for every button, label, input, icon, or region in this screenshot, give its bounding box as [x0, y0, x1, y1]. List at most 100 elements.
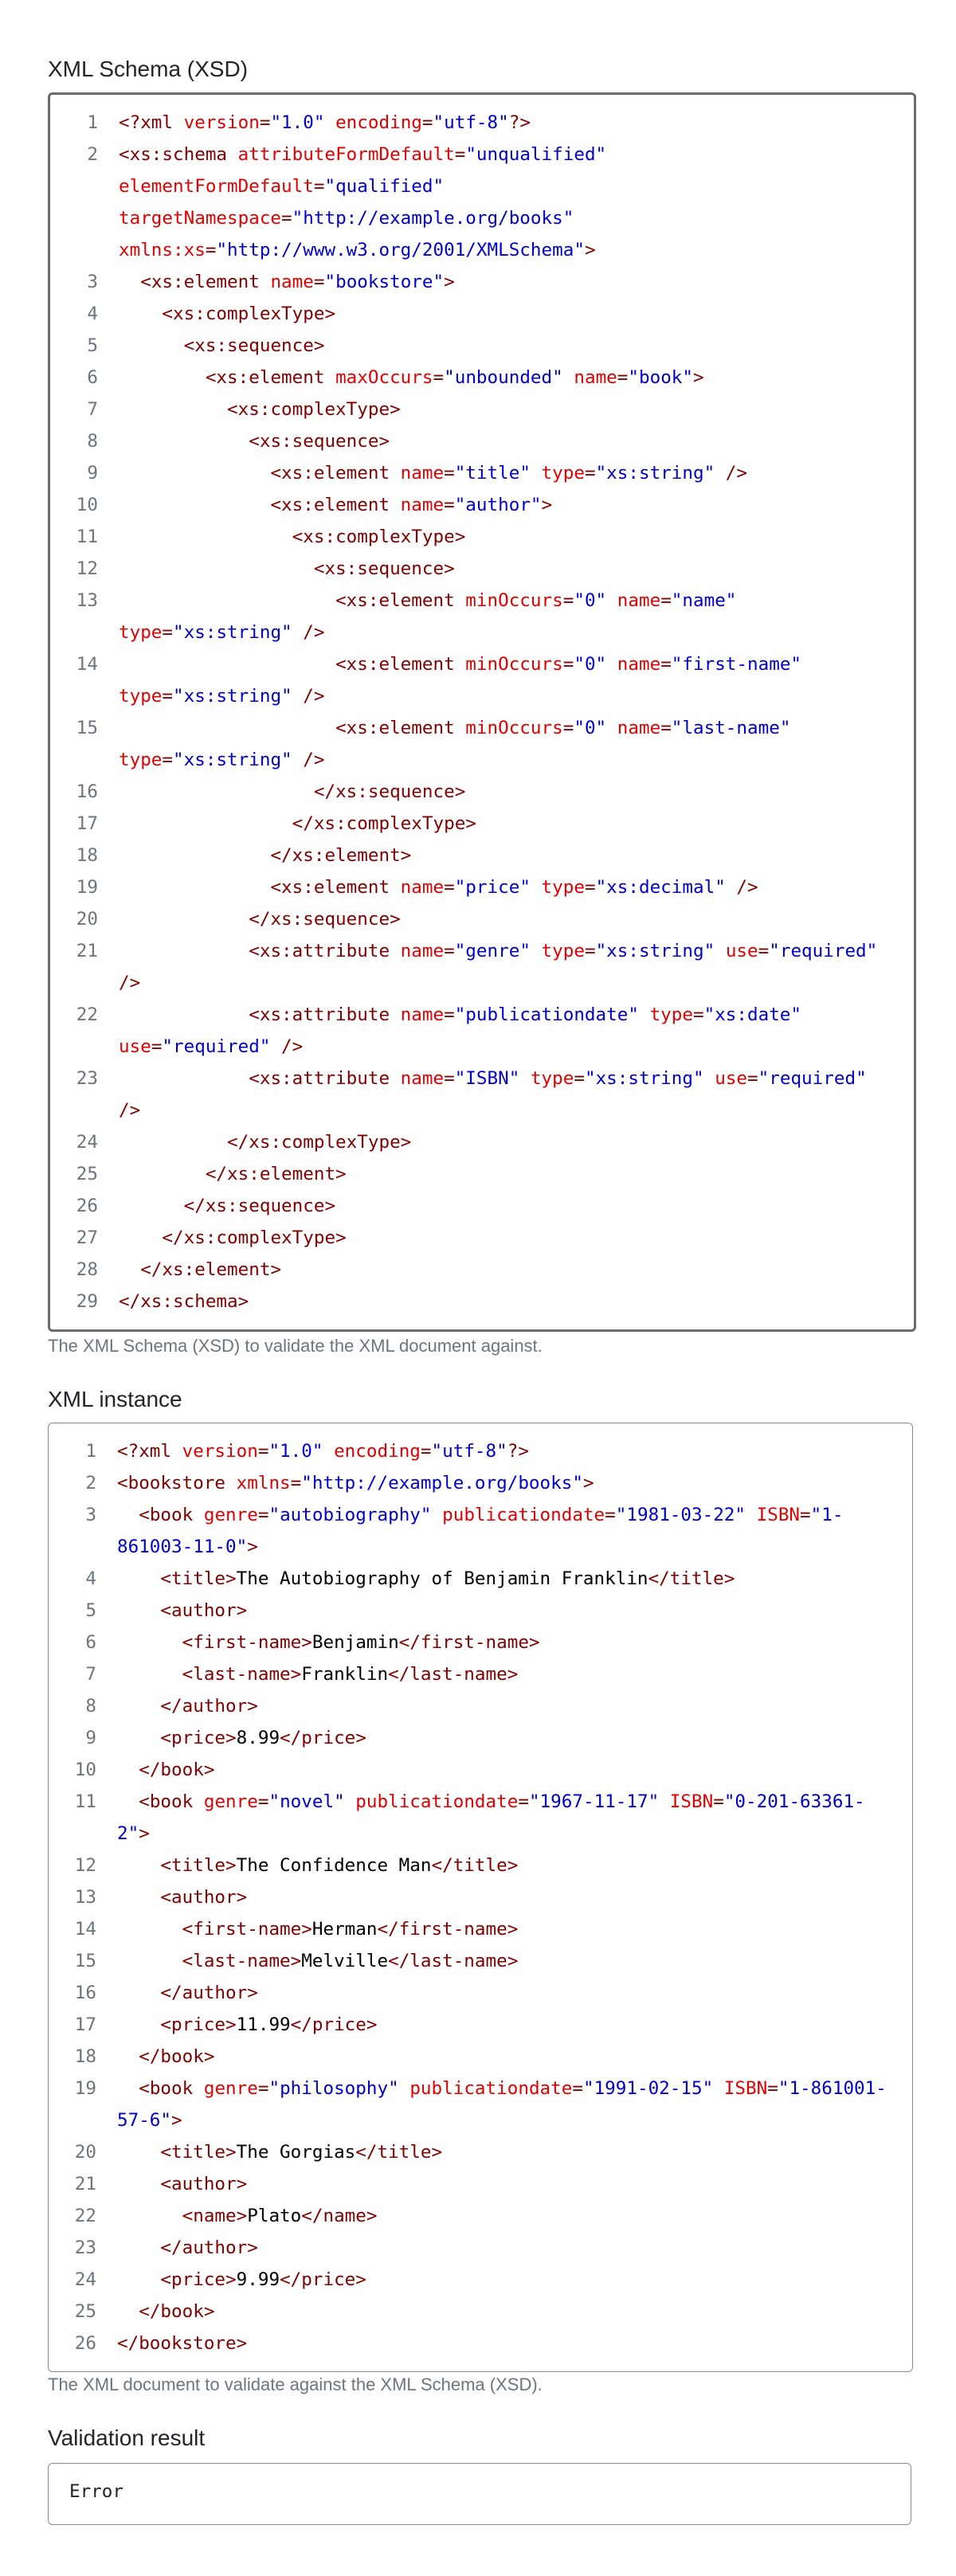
code-line: 18 </book> [49, 2041, 912, 2073]
code-token: "novel" [268, 1791, 345, 1812]
line-number: 16 [74, 1983, 96, 2003]
line-number: 7 [85, 1664, 96, 1685]
code-token: = [660, 718, 672, 738]
code-token: "required" [769, 941, 878, 961]
line-number: 22 [74, 2206, 96, 2226]
line-number: 17 [74, 2014, 96, 2035]
code-token: "http://www.w3.org/2001/XMLSchema" [216, 240, 585, 260]
code-token: "http://example.org/books" [301, 1473, 583, 1494]
code-token [639, 1004, 650, 1025]
code-token: <price> [117, 1728, 237, 1748]
schema-caption: The XML Schema (XSD) to validate the XML… [48, 1336, 543, 1356]
line-number: 10 [76, 495, 98, 515]
code-line: 17 </xs:complexType> [50, 808, 914, 840]
code-token: "unbounded" [444, 367, 563, 388]
line-number: 14 [74, 1919, 96, 1940]
code-token: targetNamespace [119, 208, 282, 229]
code-token: <xs:element [119, 272, 271, 292]
code-token: <title> [117, 2142, 237, 2163]
code-token: = [444, 877, 455, 898]
code-line: 5 <xs:sequence> [50, 330, 914, 362]
code-token [801, 1004, 813, 1025]
code-token: name [400, 495, 445, 515]
line-number: 21 [76, 941, 98, 961]
line-number: 23 [76, 1068, 98, 1089]
code-token: publicationdate [409, 2078, 573, 2099]
line-number: 27 [76, 1227, 98, 1248]
code-text: </xs:element> [119, 1158, 914, 1190]
schema-title: XML Schema (XSD) [48, 57, 249, 81]
code-line: 23 </author> [49, 2232, 912, 2264]
line-number: 23 [74, 2237, 96, 2258]
line-number: 24 [76, 1132, 98, 1153]
code-token: type [541, 877, 585, 898]
code-line: 11 <xs:complexType> [50, 521, 914, 553]
code-token: </title> [431, 1855, 519, 1876]
code-text: </author> [117, 1690, 912, 1722]
code-token: = [584, 877, 596, 898]
code-token: /> [270, 1036, 304, 1057]
code-token [704, 1068, 715, 1089]
line-number: 1 [87, 112, 98, 133]
code-text: <?xml version="1.0" encoding="utf-8"?> [117, 1435, 912, 1467]
code-token: name [574, 367, 617, 388]
line-number: 3 [87, 272, 98, 292]
code-token [531, 463, 542, 483]
code-token: "0" [574, 718, 607, 738]
code-token: Franklin [301, 1664, 389, 1685]
code-line: 6 <xs:element maxOccurs="unbounded" name… [50, 362, 914, 393]
code-text: <xs:attribute name="genre" type="xs:stri… [119, 935, 914, 999]
code-token: > [584, 240, 596, 260]
code-text: <author> [117, 1881, 912, 1913]
code-text: <xs:attribute name="ISBN" type="xs:strin… [119, 1063, 914, 1126]
code-text: </xs:sequence> [119, 1190, 914, 1222]
line-number: 3 [85, 1505, 96, 1525]
code-token: = [605, 1505, 616, 1525]
code-text: <title>The Autobiography of Benjamin Fra… [117, 1563, 912, 1595]
line-number: 25 [74, 2301, 96, 2322]
line-number: 19 [76, 877, 98, 898]
code-token: "price" [454, 877, 531, 898]
code-token: version [183, 112, 260, 133]
code-token [715, 941, 726, 961]
code-line: 6 <first-name>Benjamin</first-name> [49, 1627, 912, 1658]
code-token: = [290, 1473, 302, 1494]
code-token: <xs:attribute [119, 1068, 401, 1089]
code-token: The Confidence Man [236, 1855, 432, 1876]
code-text: </xs:complexType> [119, 1222, 914, 1254]
code-text: </book> [117, 1754, 912, 1786]
code-token: "publicationdate" [454, 1004, 639, 1025]
code-token: "http://example.org/books" [292, 208, 574, 229]
code-token: > [693, 367, 704, 388]
code-token [444, 176, 455, 197]
instance-editor[interactable]: 1<?xml version="1.0" encoding="utf-8"?>2… [48, 1423, 913, 2372]
code-token: = [713, 1791, 724, 1812]
code-token: type [119, 750, 163, 770]
code-line: 8 </author> [49, 1690, 912, 1722]
code-token: = [257, 1441, 269, 1462]
code-line: 2<bookstore xmlns="http://example.org/bo… [49, 1467, 912, 1499]
code-token: /> [119, 1068, 878, 1121]
code-token: > [444, 272, 455, 292]
code-line: 24 <price>9.99</price> [49, 2264, 912, 2296]
code-token [519, 1068, 531, 1089]
code-text: <title>The Gorgias</title> [117, 2136, 912, 2168]
code-line: 17 <price>11.99</price> [49, 2009, 912, 2041]
code-token: = [747, 1068, 758, 1089]
code-token: "qualified" [324, 176, 445, 197]
code-line: 9 <price>8.99</price> [49, 1722, 912, 1754]
code-text: <xs:element name="author"> [119, 489, 914, 521]
code-line: 2<xs:schema attributeFormDefault="unqual… [50, 139, 914, 266]
code-token: "autobiography" [268, 1505, 432, 1525]
code-token: </price> [280, 1728, 366, 1748]
line-number: 4 [87, 303, 98, 324]
line-number: 12 [74, 1855, 96, 1876]
schema-editor[interactable]: 1<?xml version="1.0" encoding="utf-8"?>2… [48, 92, 916, 1332]
code-line: 13 <author> [49, 1881, 912, 1913]
code-text: <xs:element minOccurs="0" name="last-nam… [119, 712, 914, 776]
code-token [574, 208, 585, 229]
code-token: <xs:element [119, 495, 401, 515]
code-text: <xs:element name="bookstore"> [119, 266, 914, 298]
code-token: "xs:string" [584, 1068, 704, 1089]
code-token: "required" [162, 1036, 271, 1057]
